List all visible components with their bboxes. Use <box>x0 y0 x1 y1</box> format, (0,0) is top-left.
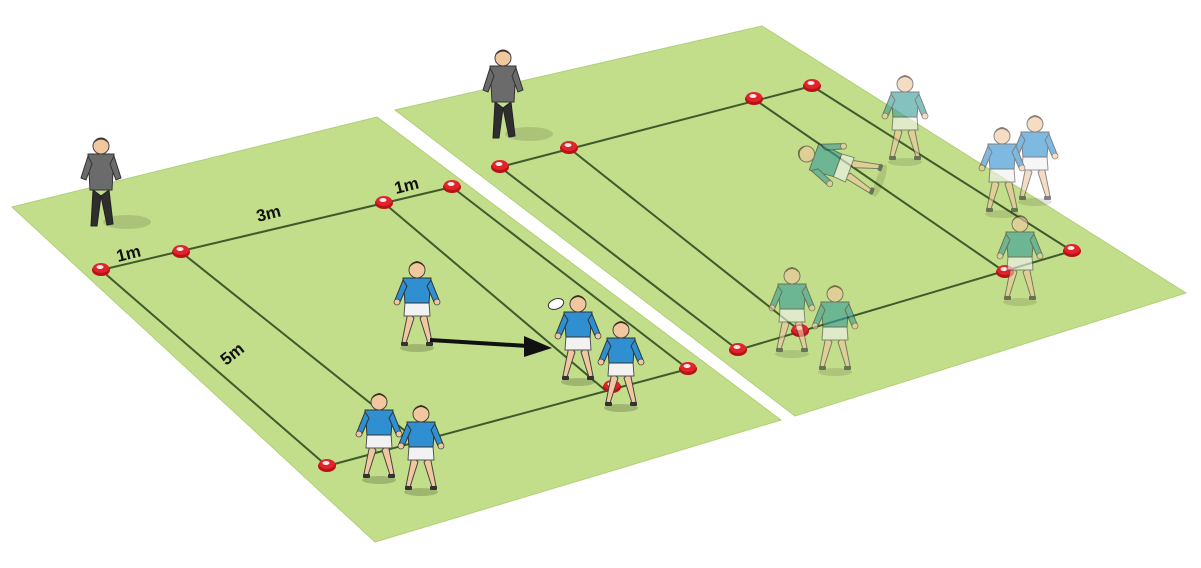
marker-cone-icon <box>491 160 509 173</box>
marker-cone-icon <box>803 79 821 92</box>
marker-cone-icon <box>560 141 578 154</box>
marker-cone-icon <box>92 263 110 276</box>
marker-cone-icon <box>745 92 763 105</box>
rugby-player-icon <box>797 142 887 197</box>
left-pitch: 1m 3m 1m 5m <box>10 116 783 543</box>
right-pitch <box>393 25 1188 417</box>
right-players <box>768 75 1059 376</box>
marker-cone-icon <box>1063 244 1081 257</box>
marker-cone-icon <box>318 459 336 472</box>
marker-cone-icon <box>729 343 747 356</box>
rugby-player-icon <box>811 285 859 376</box>
marker-cone-icon <box>375 196 393 209</box>
marker-cone-icon <box>679 362 697 375</box>
rugby-player-icon <box>881 75 929 166</box>
marker-cone-icon <box>443 180 461 193</box>
run-direction-arrow-icon <box>429 336 552 357</box>
rugby-player-icon <box>996 215 1044 306</box>
rugby-ball-icon <box>547 298 565 310</box>
rugby-player-icon <box>768 267 816 358</box>
marker-cone-icon <box>172 245 190 258</box>
left-players <box>355 260 645 497</box>
